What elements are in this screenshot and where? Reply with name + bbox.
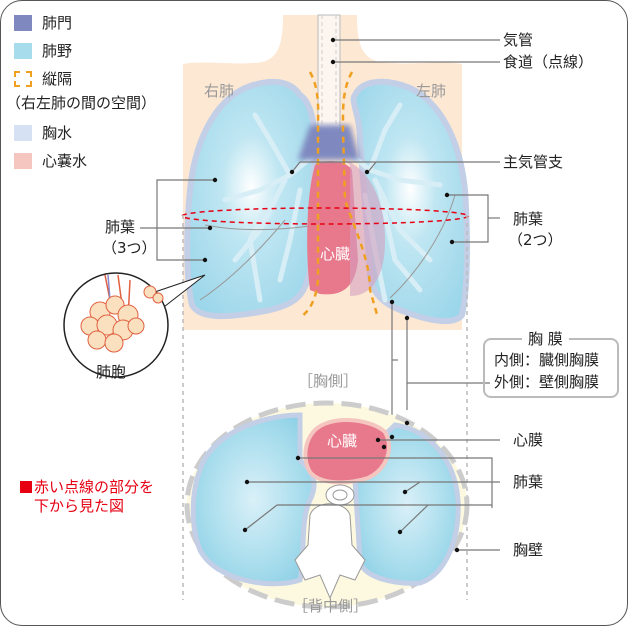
lung-field-swatch [14, 42, 32, 59]
legend-item-hilum: 肺門 [14, 12, 72, 33]
pleura-title: 胸 膜 [522, 328, 569, 349]
legend-label: 縦隔 [42, 70, 73, 88]
legend-item-pericardial-effusion: 心嚢水 [14, 150, 87, 171]
heart-section-label: 心臓 [327, 432, 358, 450]
note-line-1: 赤い点線の部分を [34, 478, 155, 496]
mediastinum-swatch [14, 70, 32, 87]
pleural-effusion-swatch [14, 124, 32, 141]
legend-label: 心嚢水 [42, 152, 88, 170]
legend-label: 胸水 [42, 124, 73, 142]
right-lobes-label: 肺葉 [105, 218, 136, 236]
alveoli-label: 肺胞 [96, 363, 127, 381]
chest-wall-label: 胸壁 [513, 541, 544, 559]
left-lobes-count: （2つ） [508, 231, 563, 249]
right-lung-section [190, 412, 317, 587]
alveoli-magnifier [63, 272, 206, 378]
legend-item-lung-field: 肺野 [14, 40, 72, 61]
mediastinum-boundary-right [299, 71, 320, 319]
left-lung-label: 左肺 [416, 82, 447, 100]
visceral-pleura-label: 内側：臓側胸膜 [494, 351, 600, 369]
legend-item-pleural-effusion: 胸水 [14, 122, 72, 143]
pericardium-label: 心膜 [513, 431, 544, 449]
leader-dots-section [242, 420, 460, 553]
main-bronchus-label: 主気管支 [503, 153, 564, 171]
left-lobes-label: 肺葉 [513, 210, 544, 228]
right-lung-label: 右肺 [204, 82, 235, 100]
right-lobes-count: （3つ） [102, 239, 157, 257]
mediastinum-note: （右左肺の間の空間） [6, 94, 157, 112]
leader-lines-section [244, 439, 500, 551]
heart-front-label: 心臓 [320, 245, 351, 263]
front-side-label: ［胸側］ [298, 372, 359, 390]
leader-dots-front [202, 37, 455, 321]
legend-item-mediastinum: 縦隔 [14, 68, 72, 89]
mediastinum-boundary-left [341, 71, 380, 319]
spine [294, 503, 366, 600]
section-plane [181, 207, 469, 225]
pericardial-effusion-swatch [14, 152, 32, 169]
red-square-icon [20, 481, 32, 493]
trachea-label: 気管 [503, 31, 534, 49]
heart-section [303, 418, 391, 485]
note-line-2: 下から見た図 [34, 497, 125, 515]
section-note: 赤い点線の部分を 下から見た図 [20, 478, 154, 516]
esophagus-label: 食道（点線） [503, 53, 594, 71]
hilum-swatch [14, 14, 32, 31]
back-side-label: ［背中側］ [293, 597, 369, 615]
lobes-section-label: 肺葉 [513, 473, 544, 491]
parietal-pleura-label: 外側：壁側胸膜 [494, 373, 600, 391]
leader-lines-front [140, 39, 500, 437]
legend-label: 肺門 [42, 14, 73, 32]
legend-label: 肺野 [42, 42, 73, 60]
